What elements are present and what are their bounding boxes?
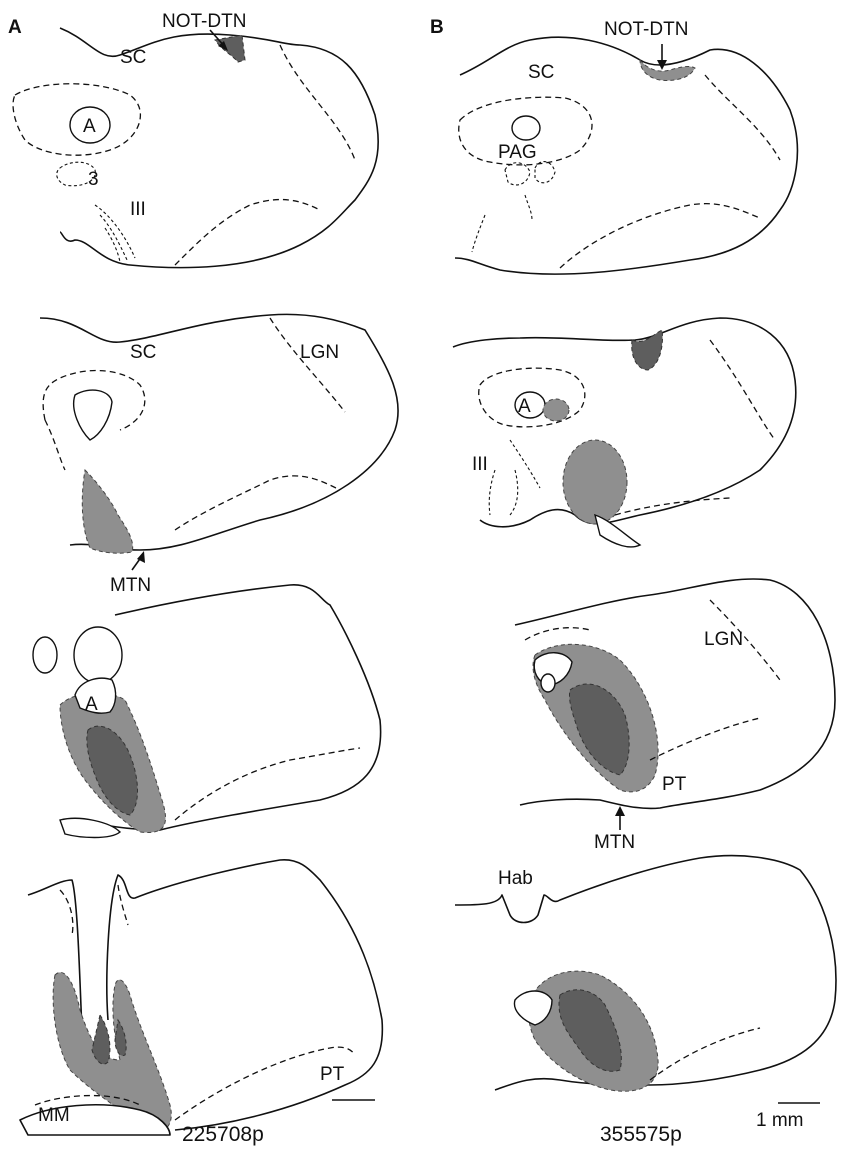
label-aqueduct-1: A bbox=[83, 116, 96, 137]
label-mtn-a: MTN bbox=[110, 575, 151, 596]
label-pt-b: PT bbox=[662, 774, 687, 795]
label-sc-2: SC bbox=[130, 342, 156, 363]
label-mtn-b: MTN bbox=[594, 832, 635, 853]
panel-a-section-3: A bbox=[33, 585, 381, 838]
panel-a-section-2: SC LGN MTN bbox=[40, 314, 398, 596]
label-aqueduct-3: A bbox=[85, 694, 98, 715]
label-oculomotor-b: III bbox=[472, 454, 488, 475]
label-aqueduct-b: A bbox=[518, 396, 531, 417]
label-sc-b: SC bbox=[528, 62, 554, 83]
panel-b-letter: B bbox=[430, 17, 444, 38]
panel-a-letter: A bbox=[8, 17, 22, 38]
panel-a-section-1: SC NOT-DTN A 3 III bbox=[13, 11, 378, 268]
label-not-dtn-b: NOT-DTN bbox=[604, 19, 688, 40]
caption-case-b: 355575p bbox=[600, 1123, 682, 1146]
label-mm: MM bbox=[38, 1105, 70, 1126]
caption-case-a: 225708p bbox=[182, 1123, 264, 1146]
label-third-nucleus: 3 bbox=[88, 169, 99, 190]
label-pag: PAG bbox=[498, 142, 537, 163]
label-lgn-a: LGN bbox=[300, 342, 339, 363]
label-oculomotor-a: III bbox=[130, 199, 146, 220]
label-lgn-b: LGN bbox=[704, 629, 743, 650]
panel-b-section-1: SC NOT-DTN PAG bbox=[455, 19, 797, 274]
label-hab: Hab bbox=[498, 868, 533, 889]
panel-b-section-2: A III bbox=[453, 318, 796, 547]
label-not-dtn-a: NOT-DTN bbox=[162, 11, 246, 32]
label-sc-1: SC bbox=[120, 47, 146, 68]
panel-a-section-4: PT MM 225708p bbox=[20, 860, 382, 1146]
panel-b-section-4: Hab 1 mm 355575p bbox=[455, 856, 836, 1146]
scale-bar-label: 1 mm bbox=[756, 1110, 804, 1131]
label-pt-a: PT bbox=[320, 1064, 345, 1085]
panel-b-section-3: LGN PT MTN bbox=[515, 579, 835, 853]
